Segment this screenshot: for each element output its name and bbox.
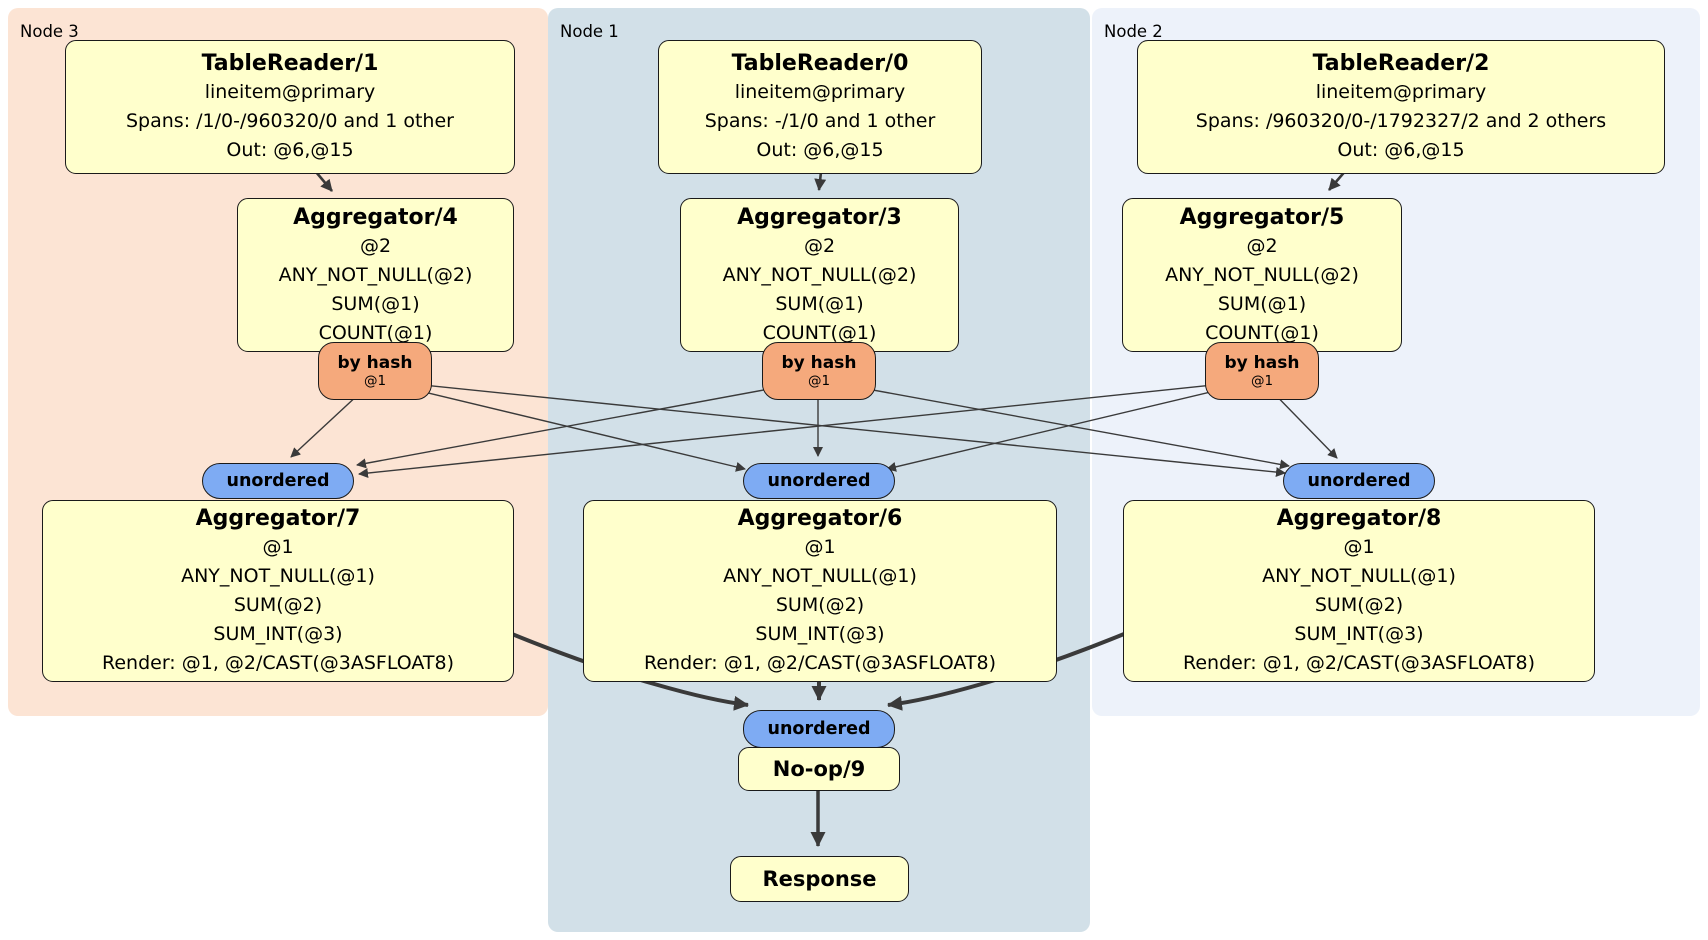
- edge-tablereader0-aggregator3: [814, 171, 827, 191]
- edge-router3-sync8: [817, 379, 1290, 470]
- processor-detail: SUM_INT(@3): [213, 623, 343, 645]
- processor-detail: Spans: -/1/0 and 1 other: [704, 110, 936, 132]
- sync-label: unordered: [767, 719, 871, 739]
- sync-label: unordered: [767, 471, 871, 491]
- processor-title: Aggregator/6: [737, 506, 903, 531]
- processor-detail: ANY_NOT_NULL(@2): [722, 263, 917, 286]
- router-detail: @1: [807, 373, 831, 389]
- edge-aggregator7-finalsync: [511, 632, 749, 711]
- processor-detail: Out: @6,@15: [756, 139, 884, 161]
- processor-title: TableReader/0: [731, 51, 909, 76]
- router-by-hash-3: by hash @1: [762, 342, 876, 400]
- processor-response: Response: [730, 856, 909, 902]
- processor-detail: SUM(@2): [1314, 594, 1404, 616]
- processor-title: Aggregator/8: [1276, 506, 1442, 531]
- processor-detail: Spans: /960320/0-/1792327/2 and 2 others: [1195, 110, 1607, 132]
- processor-title: TableReader/2: [1312, 51, 1490, 76]
- processor-title: Aggregator/7: [195, 506, 361, 531]
- processor-title: Aggregator/5: [1179, 204, 1345, 230]
- processor-title: Response: [762, 866, 877, 891]
- region-node-2-label: Node 2: [1104, 22, 1163, 41]
- router-by-hash-5: by hash @1: [1205, 342, 1319, 400]
- region-node-3-label: Node 3: [20, 22, 79, 41]
- processor-aggregator-4: Aggregator/4 @2 ANY_NOT_NULL(@2) SUM(@1)…: [237, 198, 514, 352]
- processor-detail: ANY_NOT_NULL(@2): [278, 263, 473, 286]
- sync-label: unordered: [1307, 471, 1411, 491]
- processor-detail: SUM(@2): [775, 594, 865, 616]
- processor-detail: Render: @1, @2/CAST(@3ASFLOAT8): [102, 652, 454, 674]
- sync-unordered-final: unordered: [743, 710, 895, 748]
- edge-router5-sync7: [358, 379, 1262, 479]
- processor-detail: COUNT(@1): [1205, 321, 1319, 344]
- processor-detail: ANY_NOT_NULL(@1): [723, 565, 917, 587]
- processor-detail: @2: [803, 234, 836, 257]
- processor-detail: SUM_INT(@3): [1294, 623, 1424, 645]
- processor-detail: COUNT(@1): [318, 321, 433, 344]
- processor-detail: @1: [262, 536, 294, 558]
- edge-aggregator8-finalsync: [887, 632, 1125, 711]
- processor-tablereader-2: TableReader/2 lineitem@primary Spans: /9…: [1137, 40, 1665, 174]
- sync-label: unordered: [226, 471, 330, 491]
- processor-detail: lineitem@primary: [1315, 81, 1487, 103]
- processor-aggregator-6: Aggregator/6 @1 ANY_NOT_NULL(@1) SUM(@2)…: [583, 500, 1057, 682]
- edge-tablereader1-aggregator4: [315, 171, 333, 192]
- processor-detail: SUM(@2): [233, 594, 323, 616]
- router-detail: @1: [1250, 373, 1274, 389]
- processor-detail: Render: @1, @2/CAST(@3ASFLOAT8): [644, 652, 996, 674]
- processor-tablereader-1: TableReader/1 lineitem@primary Spans: /1…: [65, 40, 515, 174]
- processor-aggregator-8: Aggregator/8 @1 ANY_NOT_NULL(@1) SUM(@2)…: [1123, 500, 1595, 682]
- processor-detail: ANY_NOT_NULL(@1): [1262, 565, 1456, 587]
- processor-detail: Out: @6,@15: [1337, 139, 1465, 161]
- processor-detail: lineitem@primary: [204, 81, 376, 103]
- processor-detail: SUM(@1): [331, 292, 420, 315]
- processor-detail: SUM_INT(@3): [755, 623, 885, 645]
- processor-detail: SUM(@1): [775, 292, 864, 315]
- edge-router5-sync6: [886, 379, 1262, 472]
- processor-title: Aggregator/4: [293, 204, 458, 230]
- sync-unordered-8: unordered: [1283, 463, 1435, 499]
- sync-unordered-7: unordered: [202, 463, 354, 499]
- edge-router3-sync7: [356, 379, 819, 469]
- processor-tablereader-0: TableReader/0 lineitem@primary Spans: -/…: [658, 40, 982, 174]
- processor-detail: @1: [1343, 536, 1375, 558]
- sync-unordered-6: unordered: [743, 463, 895, 499]
- processor-detail: Render: @1, @2/CAST(@3ASFLOAT8): [1183, 652, 1535, 674]
- processor-aggregator-3: Aggregator/3 @2 ANY_NOT_NULL(@2) SUM(@1)…: [680, 198, 959, 352]
- processor-title: No-op/9: [772, 756, 866, 781]
- edge-router4-sync8: [373, 379, 1286, 478]
- router-label: by hash: [337, 353, 413, 373]
- router-label: by hash: [1224, 353, 1300, 373]
- processor-title: Aggregator/3: [737, 204, 902, 230]
- processor-detail: lineitem@primary: [734, 81, 906, 103]
- processor-detail: @2: [1246, 234, 1278, 257]
- processor-detail: COUNT(@1): [762, 321, 877, 344]
- edge-router4-sync6: [373, 379, 746, 472]
- processor-title: TableReader/1: [201, 51, 379, 76]
- processor-detail: @1: [804, 536, 836, 558]
- processor-detail: ANY_NOT_NULL(@2): [1165, 263, 1359, 286]
- processor-noop-9: No-op/9: [738, 747, 900, 791]
- processor-aggregator-7: Aggregator/7 @1 ANY_NOT_NULL(@1) SUM(@2)…: [42, 500, 514, 682]
- router-label: by hash: [781, 353, 857, 373]
- processor-detail: SUM(@1): [1217, 292, 1307, 315]
- processor-detail: Out: @6,@15: [226, 139, 354, 161]
- router-by-hash-4: by hash @1: [318, 342, 432, 400]
- processor-aggregator-5: Aggregator/5 @2 ANY_NOT_NULL(@2) SUM(@1)…: [1122, 198, 1402, 352]
- processor-detail: Spans: /1/0-/960320/0 and 1 other: [126, 110, 454, 132]
- region-node-1-label: Node 1: [560, 22, 619, 41]
- processor-detail: @2: [359, 234, 392, 257]
- processor-detail: ANY_NOT_NULL(@1): [181, 565, 375, 587]
- router-detail: @1: [363, 373, 387, 389]
